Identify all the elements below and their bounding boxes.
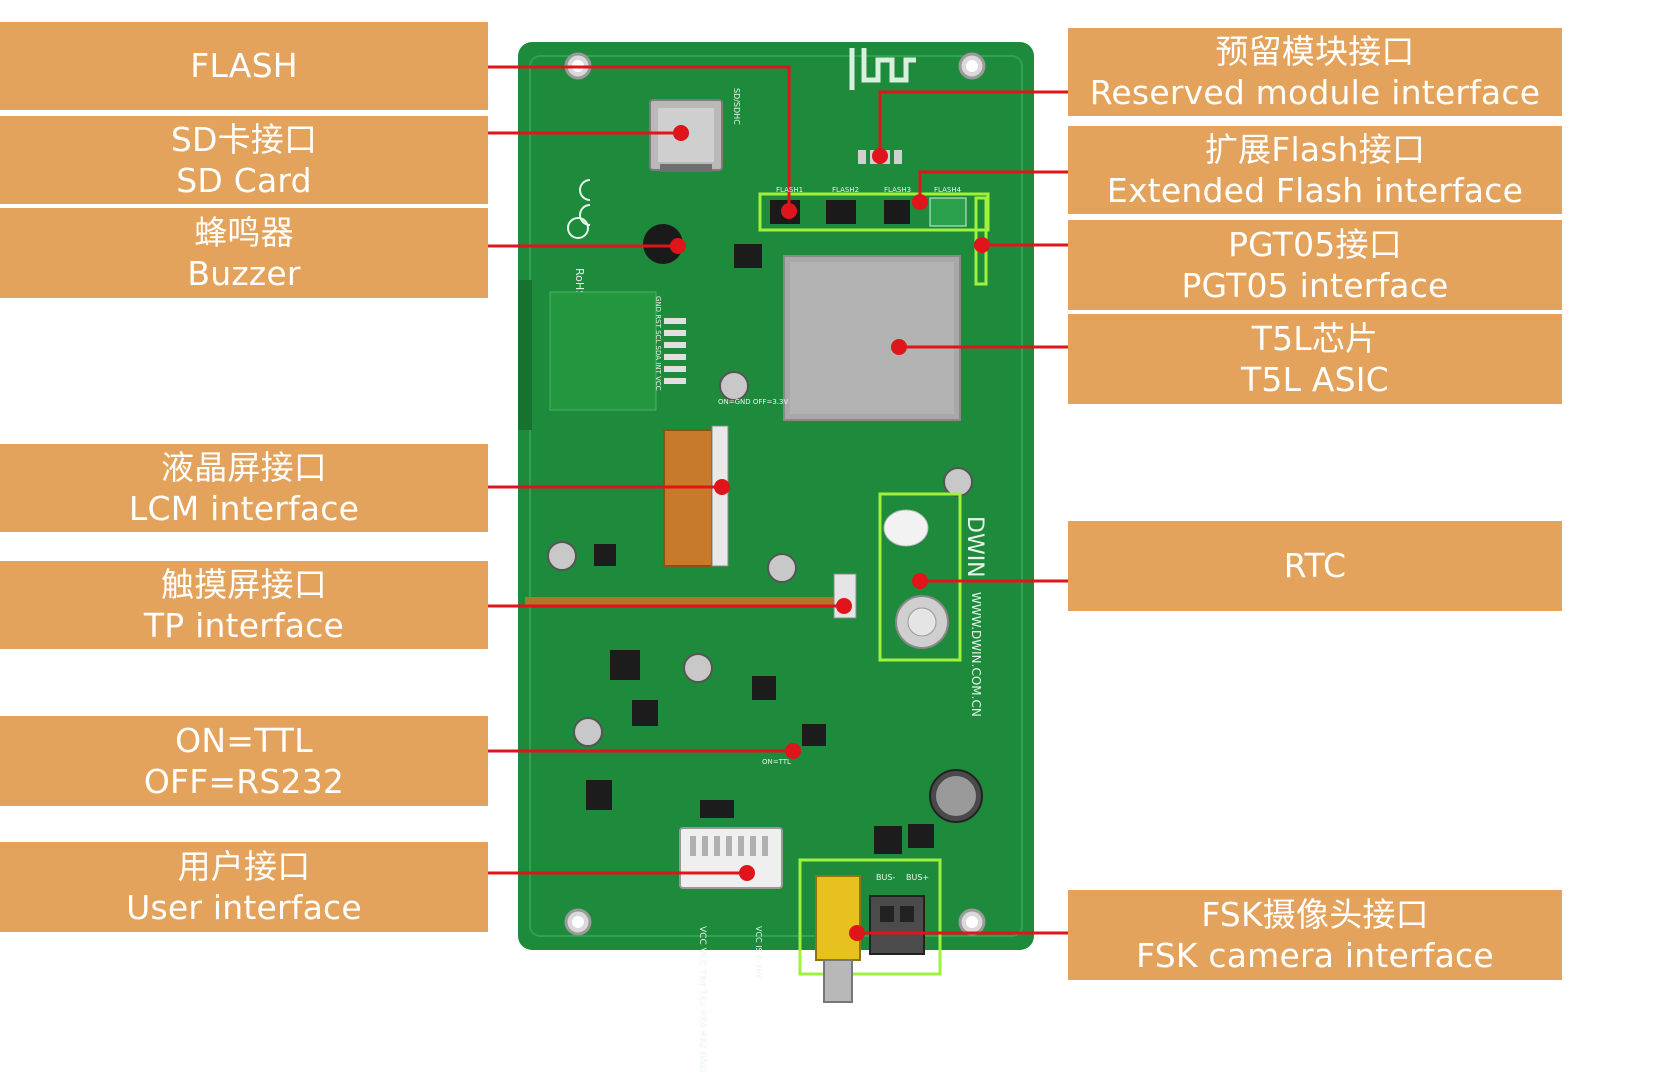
lcm-connector — [663, 429, 713, 567]
label-tp-cn: 触摸屏接口 — [161, 564, 327, 604]
rtc-highlight-box — [878, 492, 962, 662]
lcm-latch — [711, 425, 729, 567]
board-edge-notch — [518, 280, 532, 430]
brand-print: DWIN — [962, 516, 987, 578]
board-outline-trace — [529, 55, 1023, 937]
rohs-mark: RoHS — [573, 268, 586, 297]
user-connector-pins — [690, 836, 768, 856]
label-tp-en: TP interface — [143, 606, 345, 645]
label-sd-card-en: SD Card — [176, 161, 312, 200]
label-t5l-en: T5L ASIC — [1241, 360, 1389, 399]
label-fsk-camera: FSK摄像头接口 FSK camera interface — [1068, 890, 1562, 980]
switch-note-print: ON=GND OFF=3.3V — [718, 398, 788, 406]
bus-terminal-block — [869, 895, 925, 955]
label-user-interface-cn: 用户接口 — [177, 846, 311, 886]
sd-mark: SD/SDHC — [732, 88, 741, 125]
leader-lines — [488, 65, 1068, 935]
label-t5l: T5L芯片 T5L ASIC — [1068, 314, 1562, 404]
small-ics — [586, 244, 934, 854]
header-pin-print: GND RST SCL SDA INT VCC — [654, 296, 662, 391]
label-flash-text: FLASH — [190, 46, 298, 86]
label-rtc-text: RTC — [1283, 546, 1347, 586]
label-pgt05-cn: PGT05接口 — [1228, 224, 1402, 264]
label-buzzer-cn: 蜂鸣器 — [194, 212, 294, 252]
flash-chips — [770, 197, 967, 227]
label-lcm-en: LCM interface — [128, 489, 360, 528]
mounting-holes — [564, 52, 986, 936]
label-reserved-module-cn: 预留模块接口 — [1215, 31, 1415, 71]
label-extended-flash: 扩展Flash接口 Extended Flash interface — [1068, 126, 1562, 214]
label-extended-flash-en: Extended Flash interface — [1106, 171, 1524, 210]
label-pgt05: PGT05接口 PGT05 interface — [1068, 220, 1562, 310]
label-ttl-on: ON=TTL — [175, 720, 313, 760]
flash-highlight-box — [758, 192, 990, 232]
label-sd-card-cn: SD卡接口 — [170, 119, 318, 159]
label-reserved-module: 预留模块接口 Reserved module interface — [1068, 28, 1562, 116]
label-user-interface-en: User interface — [126, 888, 362, 927]
bottom-pin-print: VCC VCC TX4 TX2 RX4 RX2 GND GND — [697, 926, 707, 1074]
rca-jack — [815, 875, 861, 961]
label-sd-card: SD卡接口 SD Card — [0, 116, 488, 204]
website-print: WWW.DWIN.COM.CN — [969, 592, 983, 717]
label-extended-flash-cn: 扩展Flash接口 — [1204, 129, 1426, 169]
label-ttl-switch: ON=TTL OFF=RS232 — [0, 716, 488, 806]
label-fsk-camera-cn: FSK摄像头接口 — [1201, 894, 1429, 934]
rca-barrel — [823, 959, 853, 1003]
label-lcm: 液晶屏接口 LCM interface — [0, 444, 488, 532]
label-user-interface: 用户接口 User interface — [0, 842, 488, 932]
label-lcm-cn: 液晶屏接口 — [161, 447, 327, 487]
label-tp: 触摸屏接口 TP interface — [0, 561, 488, 649]
antenna-pattern — [849, 48, 916, 90]
label-buzzer-en: Buzzer — [187, 254, 301, 293]
power-note-print: VCC IS 6-36V — [754, 926, 763, 979]
label-fsk-camera-en: FSK camera interface — [1136, 936, 1494, 975]
header-pad-area — [549, 291, 657, 411]
flash-label-print: FLASH2 — [832, 186, 859, 194]
certification-marks — [567, 179, 591, 239]
label-pgt05-en: PGT05 interface — [1181, 266, 1449, 305]
label-t5l-cn: T5L芯片 — [1251, 318, 1379, 358]
fsk-highlight-box — [798, 858, 942, 976]
flash-label-print: FLASH4 — [934, 186, 962, 194]
label-reserved-module-en: Reserved module interface — [1089, 73, 1541, 112]
label-ttl-off: OFF=RS232 — [143, 762, 345, 801]
capacitors — [547, 371, 983, 823]
flash-label-print: FLASH1 — [776, 186, 803, 194]
leader-dots — [670, 125, 990, 941]
buzzer-component — [643, 224, 683, 264]
bus-label-print: BUS- — [876, 873, 895, 882]
label-flash: FLASH — [0, 22, 488, 110]
t5l-chip-surface — [790, 262, 954, 414]
header-pins — [664, 318, 686, 384]
flash-label-print: FLASH3 — [884, 186, 911, 194]
bus-label-print: BUS+ — [906, 873, 929, 882]
label-buzzer: 蜂鸣器 Buzzer — [0, 208, 488, 298]
label-rtc: RTC — [1068, 521, 1562, 611]
port-note-print: ON=TTL — [762, 758, 791, 766]
rtc-crystal — [883, 509, 929, 547]
